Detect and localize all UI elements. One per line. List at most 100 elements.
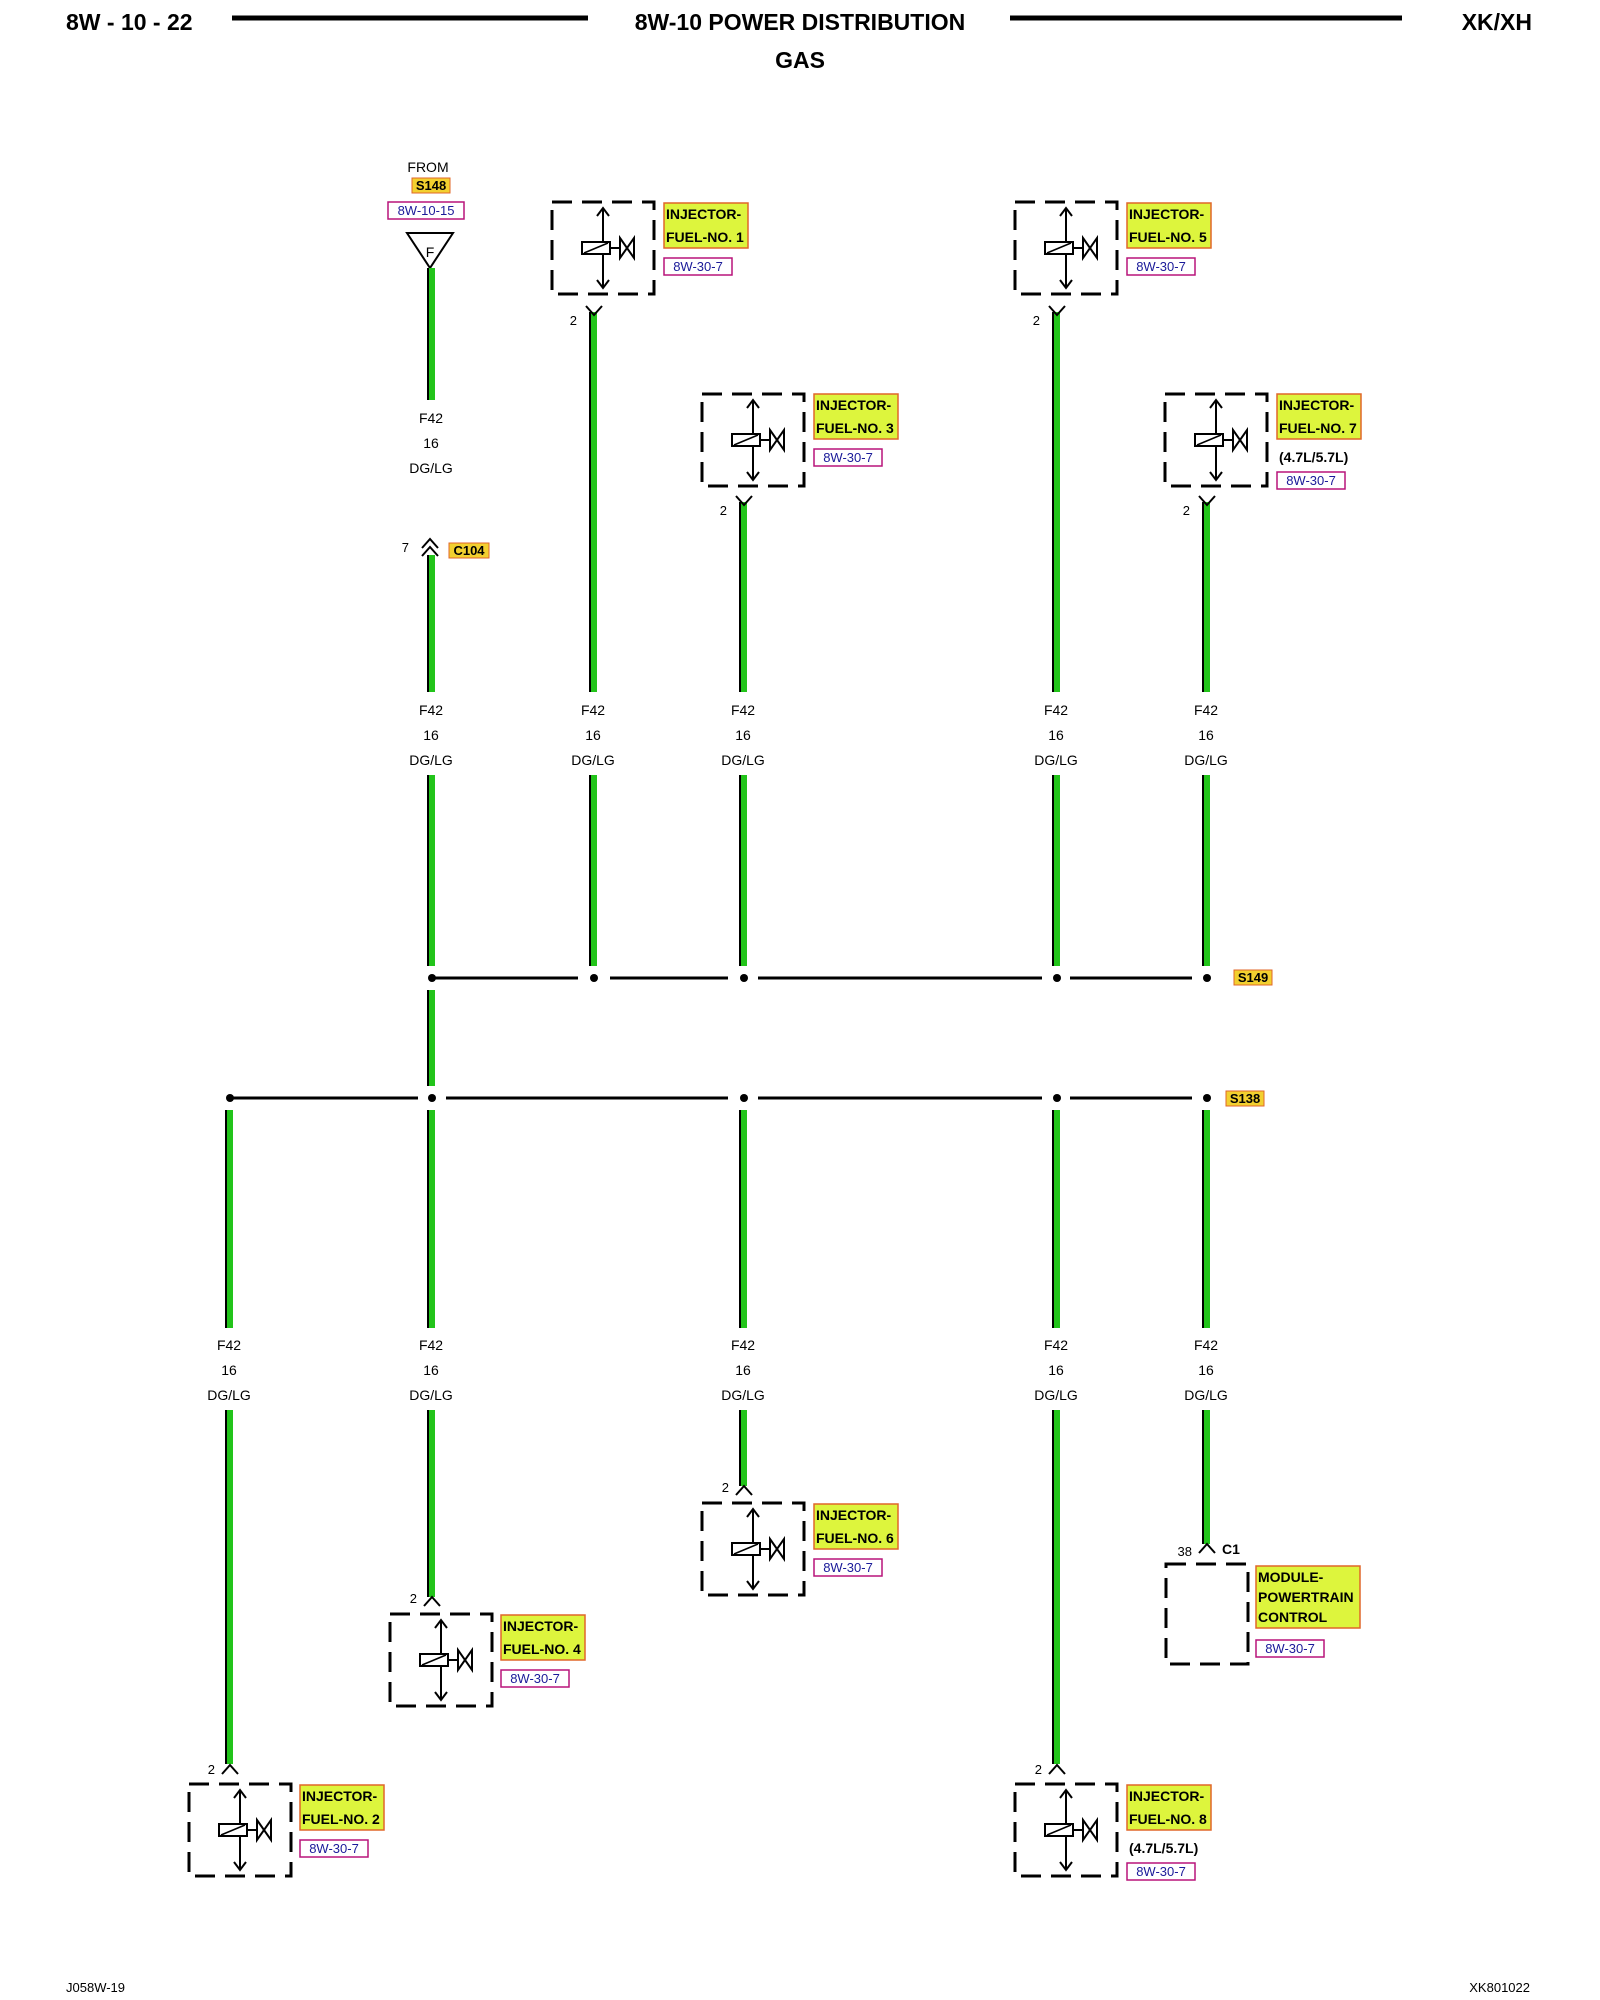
component-ref-link[interactable]: 8W-30-7: [1136, 1864, 1186, 1879]
wire-circuit: F42: [217, 1337, 241, 1353]
wire-circuit: F42: [1194, 1337, 1218, 1353]
component-name-line1: INJECTOR-: [816, 1507, 892, 1523]
component-label-box: [1255, 1565, 1361, 1629]
component-ref-link[interactable]: 8W-30-7: [1265, 1641, 1315, 1656]
wire-color: DG/LG: [721, 1387, 765, 1403]
component-name-line1: INJECTOR-: [503, 1618, 579, 1634]
component-ref-box[interactable]: [813, 1558, 883, 1577]
injector-pin: 2: [1033, 313, 1040, 328]
component-ref-link[interactable]: 8W-30-7: [510, 1671, 560, 1686]
component-ref-link[interactable]: 8W-30-7: [823, 1560, 873, 1575]
splice-s138-box: [1225, 1090, 1265, 1107]
wire-circuit: F42: [731, 1337, 755, 1353]
component-ref-box[interactable]: [1255, 1639, 1325, 1658]
footer-left-code: J058W-19: [66, 1980, 125, 1995]
wire-gauge: 16: [423, 1362, 439, 1378]
wire-color: DG/LG: [409, 1387, 453, 1403]
injector-fuel-6[interactable]: 2 INJECTOR- FUEL-NO. 6 8W-30-7: [700, 1480, 899, 1597]
component-name-line1: INJECTOR-: [1129, 206, 1205, 222]
component-name-line1: INJECTOR-: [666, 206, 742, 222]
injector-pin: 2: [208, 1762, 215, 1777]
source-ref-link[interactable]: 8W-10-15: [398, 203, 455, 218]
component-ref-box[interactable]: [813, 448, 883, 467]
injector-fuel-1[interactable]: 2 INJECTOR- FUEL-NO. 1 8W-30-7: [550, 200, 749, 328]
fuse-feed-letter: F: [426, 244, 435, 260]
injector-icon: [187, 1782, 293, 1878]
source-from-label: FROM: [407, 159, 448, 175]
component-name-line2: FUEL-NO. 8: [1129, 1811, 1207, 1827]
wire-circuit: F42: [1044, 702, 1068, 718]
splice-node: [590, 974, 598, 982]
component-ref-box[interactable]: [1276, 471, 1346, 490]
connector-c104[interactable]: 7 C104: [402, 537, 490, 559]
wire-color: DG/LG: [721, 752, 765, 768]
injector-pin: 2: [1183, 503, 1190, 518]
component-ref-box[interactable]: [1126, 1862, 1196, 1881]
injector-fuel-5[interactable]: 2 INJECTOR- FUEL-NO. 5 8W-30-7: [1013, 200, 1212, 328]
wire-color: DG/LG: [571, 752, 615, 768]
module-powertrain-control[interactable]: 38 C1 MODULE- POWERTRAIN CONTROL 8W-30-7: [1164, 1541, 1361, 1666]
splice-node: [1203, 1094, 1211, 1102]
injector-pin: 2: [720, 503, 727, 518]
injector-icon: [1163, 392, 1269, 488]
splice-node: [740, 974, 748, 982]
component-label-box: [813, 1503, 899, 1550]
wire-circuit: F42: [419, 702, 443, 718]
splice-node: [428, 974, 436, 982]
injector-fuel-7[interactable]: 2 INJECTOR- FUEL-NO. 7 (4.7L/5.7L) 8W-30…: [1163, 392, 1362, 518]
injector-fuel-2[interactable]: 2 INJECTOR- FUEL-NO. 2 8W-30-7: [187, 1762, 385, 1878]
source-ref-box[interactable]: [387, 201, 465, 220]
component-ref-link[interactable]: 8W-30-7: [309, 1841, 359, 1856]
pin-connector-icon: [585, 305, 603, 317]
wire-color: DG/LG: [1184, 1387, 1228, 1403]
component-ref-link[interactable]: 8W-30-7: [1286, 473, 1336, 488]
connector-c104-label: C104: [453, 543, 485, 558]
component-label-box: [299, 1784, 385, 1831]
component-name-line2: FUEL-NO. 4: [503, 1641, 581, 1657]
wire-circuit: F42: [1194, 702, 1218, 718]
splice-node: [226, 1094, 234, 1102]
component-name-line1: INJECTOR-: [1279, 397, 1355, 413]
pin-connector-icon: [1198, 495, 1216, 507]
component-ref-link[interactable]: 8W-30-7: [823, 450, 873, 465]
wire-color: DG/LG: [409, 460, 453, 476]
component-label-box: [500, 1614, 586, 1661]
splice-node: [428, 1094, 436, 1102]
wire-color: DG/LG: [409, 752, 453, 768]
component-engine-note: (4.7L/5.7L): [1279, 449, 1348, 465]
injector-pin: 2: [410, 1591, 417, 1606]
wire-gauge: 16: [585, 727, 601, 743]
splice-node: [1053, 974, 1061, 982]
splice-node: [1053, 1094, 1061, 1102]
wire-circuit: F42: [731, 702, 755, 718]
component-ref-link[interactable]: 8W-30-7: [1136, 259, 1186, 274]
component-name-line2: FUEL-NO. 3: [816, 420, 894, 436]
pin-connector-icon: [735, 1484, 753, 1496]
injector-icon: [388, 1612, 494, 1708]
injector-fuel-4[interactable]: 2 INJECTOR- FUEL-NO. 4 8W-30-7: [388, 1591, 586, 1708]
injector-fuel-3[interactable]: 2 INJECTOR- FUEL-NO. 3 8W-30-7: [700, 392, 899, 518]
component-ref-box[interactable]: [500, 1669, 570, 1688]
wire-circuit: F42: [419, 1337, 443, 1353]
injector-icon: [1013, 1782, 1119, 1878]
fuse-feed-symbol: [405, 232, 455, 270]
splice-s149[interactable]: S149: [428, 969, 1273, 986]
component-label-box: [663, 202, 749, 249]
component-label-box: [1126, 202, 1212, 249]
pin-connector-icon: [1048, 1763, 1066, 1775]
wire-gauge: 16: [423, 435, 439, 451]
splice-s138[interactable]: S138: [226, 1090, 1265, 1107]
injector-icon: [550, 200, 656, 296]
component-name-line2: FUEL-NO. 5: [1129, 229, 1207, 245]
component-ref-link[interactable]: 8W-30-7: [673, 259, 723, 274]
pcm-name-line2: POWERTRAIN: [1258, 1589, 1354, 1605]
component-ref-box[interactable]: [299, 1839, 369, 1858]
pcm-pin: 38: [1178, 1544, 1192, 1559]
wire-color: DG/LG: [1034, 752, 1078, 768]
injector-fuel-8[interactable]: 2 INJECTOR- FUEL-NO. 8 (4.7L/5.7L) 8W-30…: [1013, 1762, 1212, 1881]
component-ref-box[interactable]: [663, 257, 733, 276]
connector-c104-male: [421, 545, 439, 557]
component-ref-box[interactable]: [1126, 257, 1196, 276]
wire-labels: F42 16 DG/LG F42 16 DG/LG F42 16 DG/LG F…: [207, 410, 1228, 1403]
